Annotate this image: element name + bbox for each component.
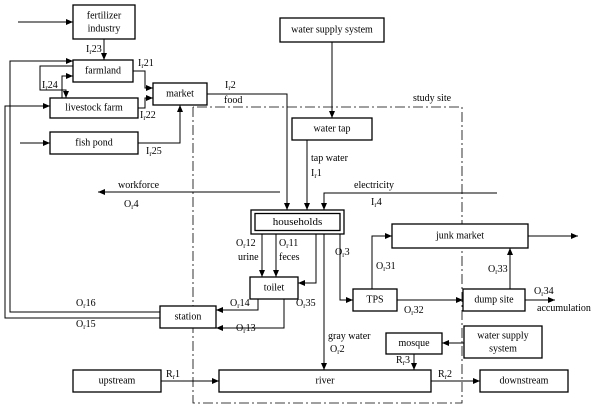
arrow-tps-junk: [371, 233, 392, 289]
label-o31: Or31: [376, 261, 396, 273]
arrow-electricity: [321, 192, 497, 210]
label-r2: Rr2: [438, 369, 452, 381]
farmland-label: farmland: [85, 66, 121, 77]
households-node: households: [250, 209, 345, 235]
arrow-livestock-farmland: [61, 73, 73, 98]
station-label: station: [175, 312, 202, 323]
label-workforce: workforce: [118, 180, 160, 191]
flow-labels: Ir23 Ir21 Ir24 Ir22 Ir25 Ir2 food study …: [42, 44, 591, 381]
label-i2: Ir2: [225, 80, 236, 92]
junk-market-label: junk market: [435, 231, 484, 242]
label-o13: Or13: [236, 323, 256, 335]
label-o35: Or35: [296, 298, 316, 310]
arrow-fishpond-market: [138, 105, 183, 144]
label-i1: Ir1: [311, 168, 322, 180]
downstream-node: downstream: [479, 369, 569, 393]
tps-label: TPS: [366, 295, 383, 306]
arrow-market-households: [207, 93, 290, 210]
label-feces: feces: [279, 252, 300, 263]
fertilizer-industry-node: fertilizer industry: [72, 4, 136, 40]
label-o34: Or34: [534, 286, 554, 298]
label-r1: Rr1: [166, 369, 180, 381]
label-i4: Ir4: [371, 197, 382, 209]
label-o2: Or2: [330, 344, 345, 356]
label-o32: Or32: [404, 305, 424, 317]
tps-node: TPS: [352, 288, 398, 312]
households-label: households: [273, 216, 323, 228]
label-food: food: [224, 95, 242, 106]
market-node: market: [152, 82, 208, 106]
arrow-households-toilet-right: [298, 234, 317, 286]
label-o33: Or33: [488, 264, 508, 276]
water-supply-system-right-label-1: water supply: [477, 331, 528, 342]
arrow-farmland-livestock: [39, 65, 73, 98]
water-supply-system-right-label-2: system: [489, 344, 517, 355]
label-o11: Or11: [279, 238, 298, 250]
farmland-node: farmland: [72, 59, 134, 83]
water-supply-system-right-node: water supply system: [463, 325, 543, 359]
water-tap-label: water tap: [314, 124, 351, 135]
arrow-livestock-market: [138, 95, 153, 109]
arrow-toilet-river: [216, 299, 285, 331]
livestock-farm-node: livestock farm: [49, 97, 139, 119]
label-o3: Or3: [335, 247, 350, 259]
label-o14: Or14: [230, 298, 250, 310]
label-i23: Ir23: [86, 44, 102, 56]
fish-pond-node: fish pond: [49, 131, 139, 155]
water-tap-node: water tap: [291, 117, 373, 141]
station-node: station: [159, 305, 217, 329]
flow-arrows: [4, 19, 578, 384]
study-site-boundary: [192, 106, 463, 404]
label-i21: Ir21: [138, 58, 154, 70]
label-urine: urine: [238, 252, 259, 263]
label-i25: Ir25: [146, 146, 162, 158]
toilet-label: toilet: [264, 283, 285, 294]
upstream-node: upstream: [72, 369, 162, 393]
label-o4: Or4: [124, 199, 139, 211]
downstream-label: downstream: [500, 376, 549, 387]
arrow-station-livestock: [4, 103, 160, 319]
river-label: river: [316, 376, 336, 387]
arrow-toilet-station: [216, 299, 259, 313]
mosque-label: mosque: [398, 338, 430, 349]
dump-site-label: dump site: [474, 295, 514, 306]
junk-market-node: junk market: [391, 223, 529, 249]
label-gray-water: gray water: [328, 331, 371, 342]
arrow-station-farmland: [9, 58, 160, 313]
label-o12: Or12: [236, 238, 256, 250]
label-i24: Ir24: [42, 80, 58, 92]
fertilizer-industry-label-1: fertilizer: [87, 11, 122, 22]
water-supply-system-top-label: water supply system: [291, 25, 373, 36]
market-label: market: [166, 89, 194, 100]
label-o16: Or16: [76, 298, 96, 310]
label-tap-water: tap water: [311, 153, 349, 164]
label-o15: Or15: [76, 319, 96, 331]
upstream-label: upstream: [99, 376, 136, 387]
river-node: river: [218, 369, 432, 393]
arrow-households-tps: [339, 234, 353, 303]
arrow-farmland-market: [133, 70, 153, 91]
mosque-node: mosque: [385, 332, 443, 355]
livestock-farm-label: livestock farm: [65, 103, 123, 114]
label-r3: Rr3: [396, 355, 410, 367]
label-study-site: study site: [413, 93, 452, 104]
water-supply-system-top-node: water supply system: [279, 17, 385, 43]
fertilizer-industry-label-2: industry: [88, 24, 121, 35]
fish-pond-label: fish pond: [75, 138, 113, 149]
label-i22: Ir22: [140, 110, 156, 122]
dump-site-node: dump site: [462, 288, 526, 312]
label-electricity: electricity: [354, 180, 394, 191]
label-accumulation: accumulation: [537, 303, 591, 314]
toilet-node: toilet: [249, 276, 299, 300]
